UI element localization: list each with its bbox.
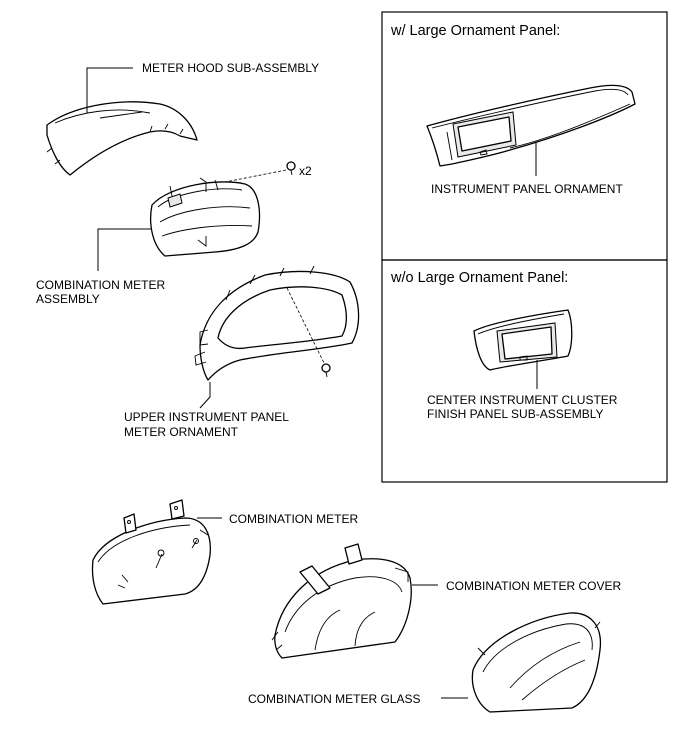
ornament-screw-icon <box>321 363 331 378</box>
leader-meter-hood <box>86 67 133 113</box>
screw-qty-label: x2 <box>299 164 312 178</box>
meter-hood-label: METER HOOD SUB-ASSEMBLY <box>142 61 319 75</box>
center-cluster-label-2: FINISH PANEL SUB-ASSEMBLY <box>427 407 604 421</box>
combination-meter-label: COMBINATION METER <box>229 512 358 526</box>
ornament-dash-line <box>286 287 326 366</box>
upper-panel-ornament-illustration <box>194 265 360 381</box>
instrument-panel-ornament-illustration <box>426 84 636 167</box>
combination-meter-assembly-illustration <box>150 177 261 257</box>
combination-meter-glass-illustration <box>471 612 602 713</box>
screw-icon <box>286 161 296 176</box>
combination-meter-illustration <box>91 499 211 605</box>
combination-meter-glass-label: COMBINATION METER GLASS <box>248 692 420 706</box>
screw-dash-line <box>209 169 287 186</box>
center-cluster-label-1: CENTER INSTRUMENT CLUSTER <box>427 393 618 407</box>
center-cluster-finish-panel-illustration <box>473 309 573 371</box>
combination-meter-assembly-label-1: COMBINATION METER <box>36 278 165 292</box>
large-ornament-title: w/ Large Ornament Panel: <box>390 23 560 39</box>
combination-meter-cover-illustration <box>271 543 412 659</box>
variant-panel: w/ Large Ornament Panel: w/o Large Ornam… <box>381 11 668 483</box>
small-ornament-box <box>381 259 668 483</box>
combination-meter-assembly-label-2: ASSEMBLY <box>36 292 100 306</box>
leader-combination-meter-assembly <box>97 228 151 271</box>
small-ornament-title: w/o Large Ornament Panel: <box>390 270 568 286</box>
upper-panel-label-2: METER ORNAMENT <box>124 425 239 439</box>
instrument-panel-ornament-label: INSTRUMENT PANEL ORNAMENT <box>431 182 623 196</box>
combination-meter-cover-label: COMBINATION METER COVER <box>446 579 621 593</box>
meter-hood-illustration <box>46 101 198 176</box>
upper-panel-label-1: UPPER INSTRUMENT PANEL <box>124 410 289 424</box>
leader-upper-panel <box>199 382 211 409</box>
